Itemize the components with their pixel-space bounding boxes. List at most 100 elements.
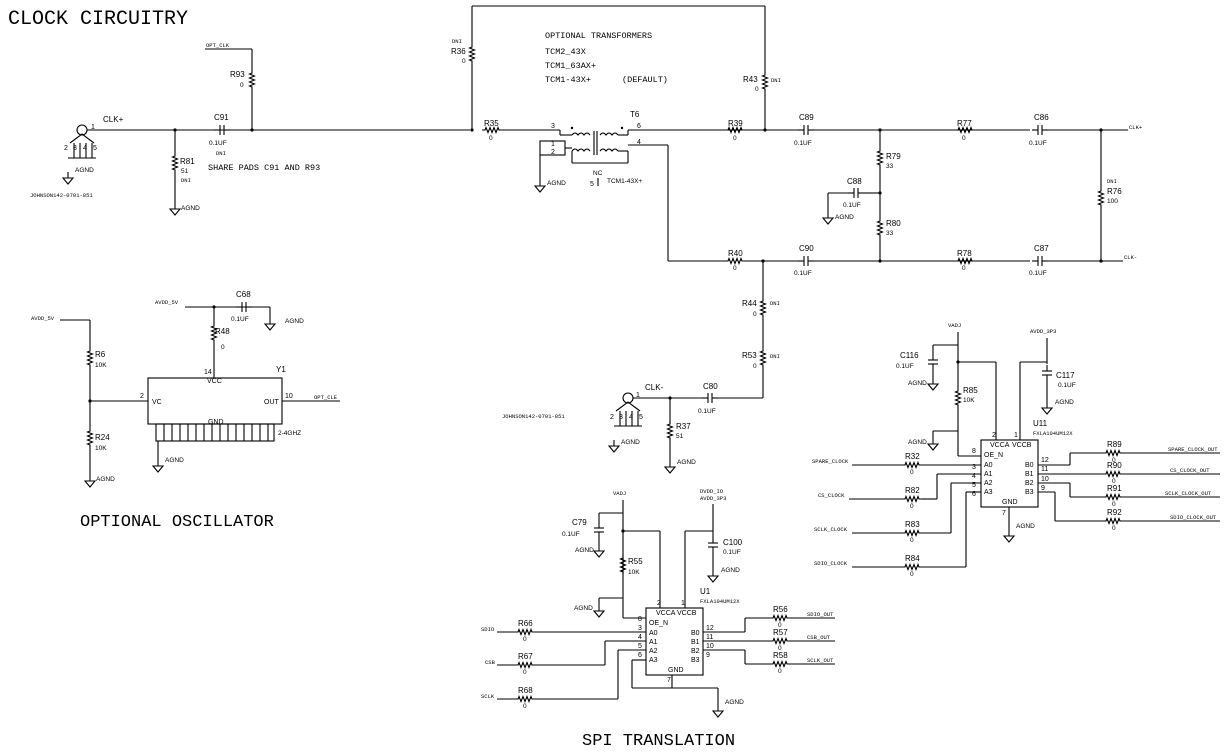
t6-ref: T6 [630, 110, 640, 119]
c68-ref: C68 [236, 290, 251, 299]
note-share-pads: SHARE PADS C91 AND R93 [208, 163, 320, 173]
svg-text:10: 10 [285, 393, 293, 400]
svg-text:9: 9 [1041, 485, 1045, 492]
agnd-c117: AGND [1055, 399, 1074, 406]
r24-ref: R24 [95, 433, 110, 442]
r48-val: 0 [221, 344, 225, 351]
svg-text:6: 6 [637, 123, 641, 130]
svg-text:11: 11 [1041, 466, 1048, 473]
svg-text:2: 2 [64, 145, 68, 152]
net-sdio-clock-out: SDIO_CLOCK_OUT [1170, 514, 1217, 521]
c89-val: 0.1UF [794, 140, 812, 147]
svg-text:5: 5 [639, 414, 643, 421]
u1-b0: B0 [691, 630, 700, 637]
c116-ref: C116 [900, 351, 919, 360]
r6-ref: R6 [95, 350, 106, 359]
r55-val: 10K [628, 569, 640, 576]
svg-text:1: 1 [1014, 432, 1018, 439]
r67-val: 0 [523, 669, 527, 676]
svg-text:4: 4 [638, 634, 642, 641]
agnd-r24: AGND [96, 476, 115, 483]
r53-val: 0 [753, 363, 757, 370]
c80-ref: C80 [703, 382, 718, 391]
r76-dni: DNI [1107, 178, 1117, 185]
r43-dni: DNI [771, 77, 781, 84]
svg-text:4: 4 [629, 414, 633, 421]
svg-text:2: 2 [140, 393, 144, 400]
net-clkn-label: CLK- [645, 383, 664, 392]
u11-a3: A3 [984, 489, 993, 496]
svg-text:7: 7 [1002, 510, 1006, 517]
r66-ref: R66 [518, 619, 533, 628]
net-vadj-u11: VADJ [948, 322, 961, 329]
c117-ref: C117 [1056, 371, 1075, 380]
r53-ref: R53 [742, 351, 757, 360]
r36-dni: DNI [452, 38, 462, 45]
c87-val: 0.1UF [1029, 270, 1047, 277]
r84-val: 0 [910, 571, 914, 578]
svg-text:12: 12 [706, 625, 714, 632]
r68-val: 0 [523, 703, 527, 710]
u11-b2: B2 [1025, 480, 1034, 487]
r93-val: 0 [240, 82, 244, 89]
net-cs-clock-out: CS_CLOCK_OUT [1170, 467, 1210, 474]
svg-text:4: 4 [637, 139, 641, 146]
r79-ref: R79 [886, 152, 901, 161]
note-default: (DEFAULT) [622, 75, 668, 85]
note-optional-transformers: OPTIONAL TRANSFORMERS [545, 31, 652, 41]
r56-val: 0 [778, 622, 782, 629]
net-vadj-u1: VADJ [613, 490, 626, 497]
svg-text:10: 10 [706, 643, 714, 650]
r48-ref: R48 [215, 327, 230, 336]
net-clkn-out: CLK- [1124, 254, 1137, 261]
r77-ref: R77 [957, 119, 972, 128]
u1-a2: A2 [649, 648, 658, 655]
svg-text:4: 4 [972, 473, 976, 480]
net-sclk-clock-out: SCLK_CLOCK_OUT [1165, 490, 1212, 497]
svg-text:6: 6 [638, 652, 642, 659]
r84-ref: R84 [905, 554, 920, 563]
r79-val: 33 [886, 163, 894, 170]
note-tcm1-63: TCM1_63AX+ [545, 61, 596, 71]
r58-ref: R58 [773, 651, 788, 660]
r89-val: 0 [1112, 457, 1116, 464]
u1-oe: OE_N [649, 620, 668, 627]
c88-ref: C88 [847, 177, 862, 186]
agnd-u11-left: AGND [908, 439, 927, 446]
net-cs-clock: CS_CLOCK [818, 492, 845, 499]
c86-val: 0.1UF [1029, 140, 1047, 147]
r81-dni: DNI [181, 177, 191, 184]
u1-gnd: GND [668, 667, 684, 674]
c91-dni: DNI [216, 150, 226, 157]
note-tcm2: TCM2_43X [545, 47, 586, 57]
net-sclk: SCLK [481, 693, 495, 700]
svg-text:4: 4 [83, 145, 87, 152]
net-csb-out: CSB_OUT [807, 634, 831, 641]
net-avdd3p3-u1: AVDD_3P3 [700, 495, 726, 502]
r43-ref: R43 [743, 75, 758, 84]
r81-val: 51 [181, 168, 189, 175]
svg-text:5: 5 [590, 181, 594, 188]
y1-out: OUT [264, 399, 280, 406]
u1-vccb: VCCB [677, 610, 697, 617]
net-csb: CSB [485, 659, 496, 666]
svg-text:5: 5 [93, 145, 97, 152]
r44-dni: DNI [770, 300, 780, 307]
r40-ref: R40 [728, 249, 743, 258]
r80-val: 33 [886, 230, 894, 237]
r36-ref: R36 [451, 47, 466, 56]
r68-ref: R68 [518, 686, 533, 695]
r55-ref: R55 [628, 557, 643, 566]
c68-val: 0.1UF [231, 316, 249, 323]
net-avdd3p3-u11: AVDD_3P3 [1030, 328, 1056, 335]
c80-val: 0.1UF [698, 408, 716, 415]
svg-text:12: 12 [1041, 457, 1049, 464]
net-sclk-out: SCLK_OUT [807, 657, 834, 664]
svg-text:8: 8 [972, 448, 976, 455]
svg-text:1: 1 [551, 141, 555, 148]
y1-val: 2-4GHZ [278, 430, 301, 437]
r36-val: 0 [462, 58, 466, 65]
r80-ref: R80 [886, 219, 901, 228]
johnson-top-part: JOHNSON142-0701-851 [30, 192, 93, 199]
